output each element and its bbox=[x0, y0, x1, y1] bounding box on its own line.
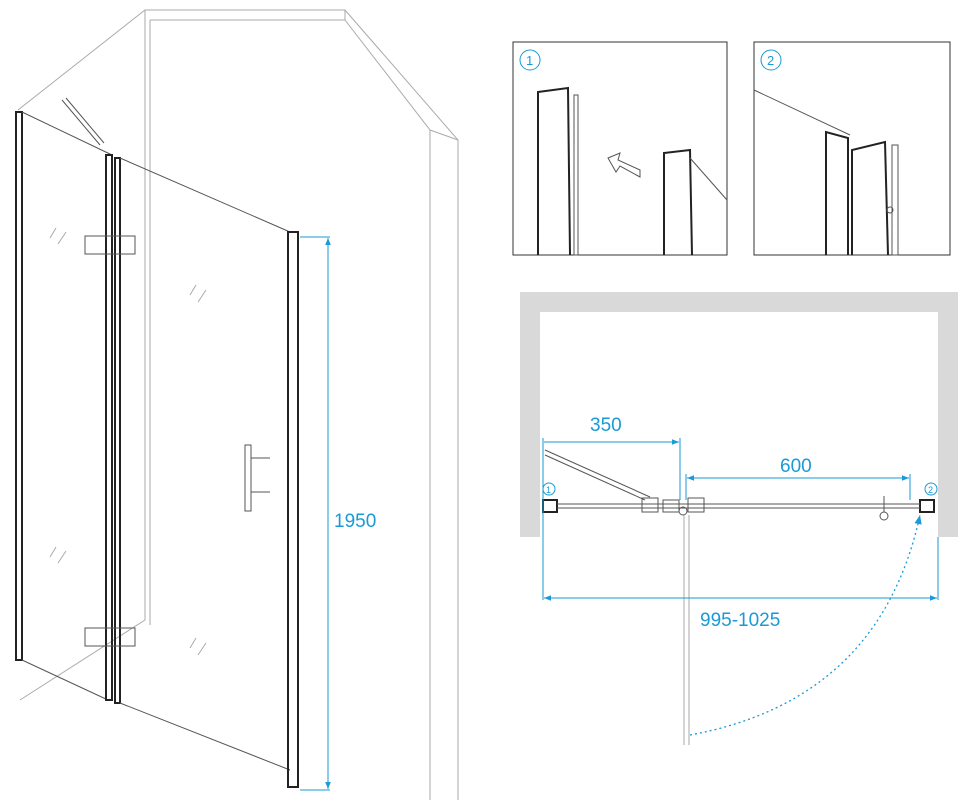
wall-outline bbox=[520, 292, 958, 537]
detail-2: 2 bbox=[753, 41, 951, 256]
wall-profile-left bbox=[542, 499, 558, 513]
hinge-offset-label: 350 bbox=[590, 415, 622, 436]
shower-door-elevation bbox=[15, 97, 299, 788]
height-label: 1950 bbox=[334, 511, 376, 532]
detail-2-number: 2 bbox=[767, 53, 774, 68]
wall-profile-right bbox=[919, 499, 935, 513]
enclosure-walls bbox=[17, 9, 459, 800]
support-arm bbox=[544, 449, 651, 498]
hinge-top bbox=[84, 235, 136, 255]
door-swing-arc bbox=[689, 514, 922, 736]
plan-view: 1 2 350 600 995-1025 bbox=[520, 292, 958, 745]
plan-marker-1: 1 bbox=[546, 485, 551, 495]
hinge-bottom bbox=[84, 627, 136, 647]
total-width-label: 995-1025 bbox=[700, 610, 780, 631]
glass-reflections bbox=[49, 227, 207, 656]
plan-marker-2: 2 bbox=[928, 485, 933, 495]
door-handle bbox=[244, 444, 252, 512]
insert-arrow-icon bbox=[607, 152, 641, 178]
detail-1: 1 bbox=[512, 41, 728, 256]
height-dimension: 1950 bbox=[300, 236, 376, 791]
support-arm bbox=[61, 99, 101, 146]
detail-1-number: 1 bbox=[526, 53, 533, 68]
door-width-label: 600 bbox=[780, 456, 812, 477]
